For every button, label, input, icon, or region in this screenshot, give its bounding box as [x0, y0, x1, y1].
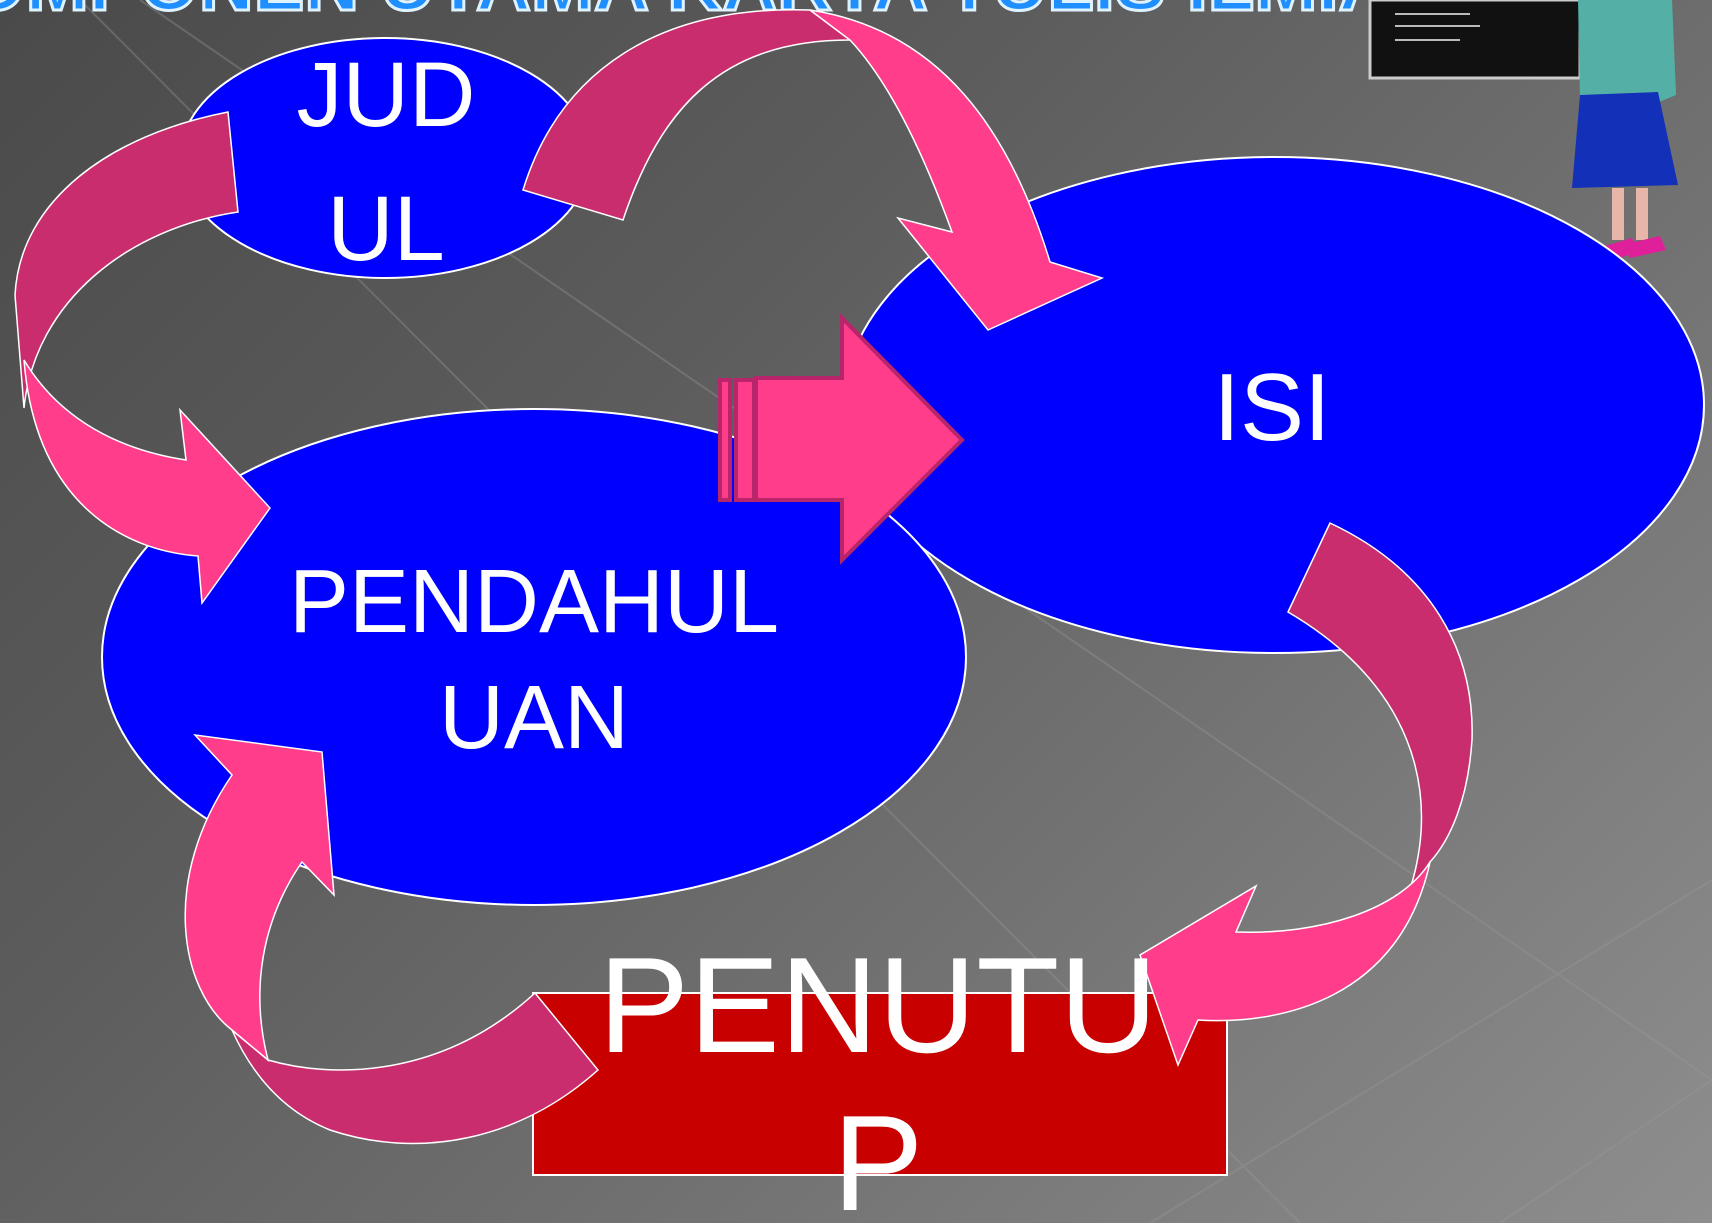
teacher-at-blackboard-icon: [1368, 0, 1678, 262]
label-judul-line1: JUD: [297, 44, 476, 146]
label-penutup-line2: P: [833, 1087, 924, 1223]
curved-arrow-penutup-to-pendahuluan: [184, 733, 600, 1145]
label-penutup-line1: PENUTU: [598, 929, 1157, 1081]
label-isi: ISI: [1213, 354, 1330, 461]
label-judul-line2: UL: [327, 178, 445, 280]
straight-arrow-pendahuluan-to-isi: [718, 313, 965, 565]
curved-arrow-judul-to-isi: [522, 9, 1105, 331]
curved-arrow-isi-to-penutup: [1139, 522, 1473, 1068]
curved-arrow-judul-to-pendahuluan: [14, 111, 271, 606]
label-pendahuluan-line1: PENDAHUL: [289, 552, 779, 652]
label-pendahuluan-line2: UAN: [439, 668, 629, 768]
